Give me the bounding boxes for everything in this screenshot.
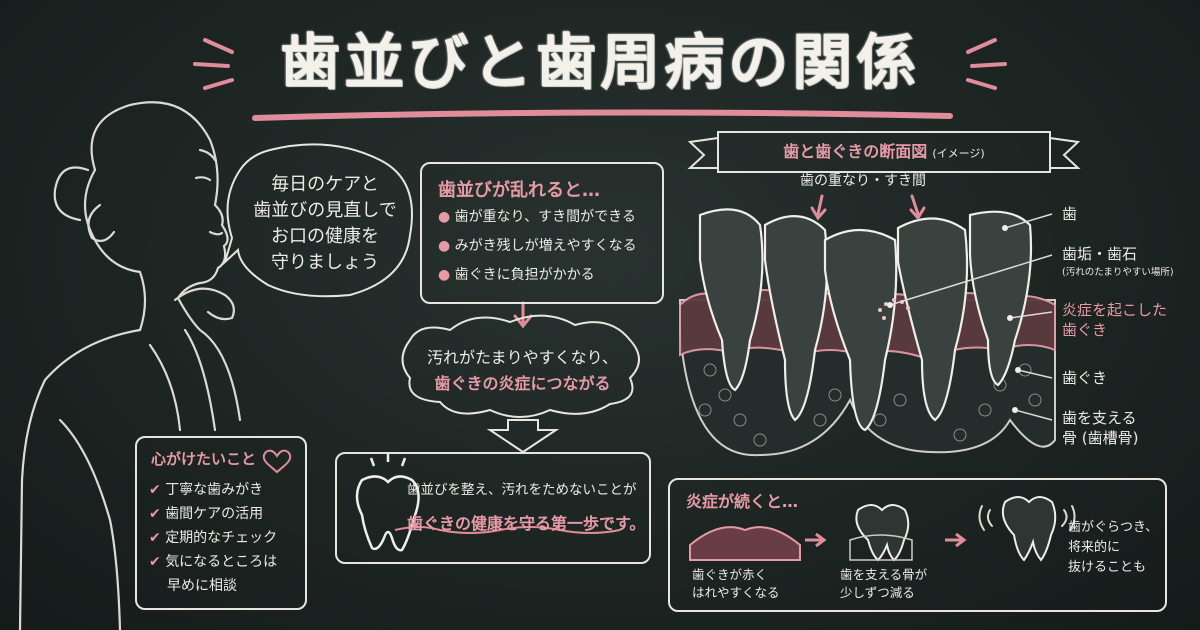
check-icon: ✔ <box>149 554 161 570</box>
goal-underline <box>394 526 621 534</box>
check-icon: ✔ <box>149 506 161 522</box>
title-spark-right <box>966 38 1007 90</box>
progress-step-2: 歯を支える骨が 少しずつ減る <box>840 567 928 600</box>
misaligned-box: 歯並びが乱れると… ● 歯が重なり、すき間ができる ● みがき残しが増えやすくな… <box>420 162 664 304</box>
care-item: ✔ 定期的なチェック <box>149 530 278 546</box>
misaligned-item: ● 歯ぐきに負担がかかる <box>438 267 595 283</box>
label-plaque: 歯垢・歯石 (汚れのたまりやすい場所) <box>1062 245 1174 278</box>
progress-box: 炎症が続くと… 歯ぐきが赤く はれやすくなる 歯を支える骨が 少しずつ減る 歯が… <box>668 478 1167 612</box>
diagram-banner-title: 歯と歯ぐきの断面図 <box>783 142 928 161</box>
speech-line-4: 守りましょう <box>271 252 379 273</box>
overlap-label: 歯の重なり・すき間 <box>800 173 926 189</box>
speech-line-3: お口の健康を <box>271 226 379 247</box>
goal-line-2: 歯ぐきの健康を守る第一歩です。 <box>407 514 646 533</box>
label-bone: 歯を支える 骨 (歯槽骨) <box>1062 409 1139 447</box>
speech-bubble <box>223 143 413 298</box>
care-item: ✔ 気になるところは <box>149 554 278 570</box>
heart-icon <box>262 449 292 474</box>
label-gum: 歯ぐき <box>1062 369 1108 387</box>
care-item-continuation: 早めに相談 <box>167 578 237 594</box>
care-list: ✔ 丁寧な歯みがき ✔ 歯間ケアの活用 ✔ 定期的なチェック ✔ 気になるところ… <box>149 478 277 598</box>
label-inflamed: 炎症を起こした 歯ぐき <box>1062 301 1168 339</box>
care-item: ✔ 丁寧な歯みがき <box>149 482 264 498</box>
arrow-down-2 <box>486 419 560 454</box>
progress-step-1: 歯ぐきが赤く はれやすくなる <box>692 567 780 600</box>
cloud-line-1: 汚れがたまりやすくなり、 <box>427 348 618 367</box>
misaligned-item: ● 歯が重なり、すき間ができる <box>438 209 636 225</box>
cloud-line-2: 歯ぐきの炎症につながる <box>434 374 611 393</box>
progress-heading: 炎症が続くと… <box>686 492 799 511</box>
diagram-banner: 歯と歯ぐきの断面図 (イメージ) <box>718 132 1050 172</box>
check-icon: ✔ <box>149 530 161 546</box>
cloud-bubble <box>401 314 640 418</box>
progress-illustrations <box>689 496 1076 562</box>
speech-line-2: 歯並びの見直しで <box>253 200 397 221</box>
woman-illustration <box>18 101 242 630</box>
arrow-down-1 <box>513 301 533 329</box>
tooth-icon <box>355 454 420 552</box>
misaligned-item: ● みがき残しが増えやすくなる <box>438 238 637 254</box>
tooth-diagram <box>679 194 1056 457</box>
title-underline <box>252 109 953 121</box>
goal-line-1: 歯並びを整え、汚れをためないことが <box>407 482 637 498</box>
misaligned-heading: 歯並びが乱れると… <box>438 180 600 201</box>
bullet-icon: ● <box>438 267 455 283</box>
misaligned-list: ● 歯が重なり、すき間ができる ● みがき残しが増えやすくなる ● 歯ぐきに負担… <box>422 206 637 293</box>
goal-box: 歯並びを整え、汚れをためないことが 歯ぐきの健康を守る第一歩です。 <box>335 452 651 564</box>
title-spark-left <box>193 38 234 90</box>
speech-line-1: 毎日のケアと <box>271 174 379 195</box>
bullet-icon: ● <box>438 238 455 254</box>
page-title: 歯並びと歯周病の関係 <box>280 28 920 98</box>
care-heading: 心がけたいこと <box>151 450 257 468</box>
label-tooth: 歯 <box>1062 205 1078 223</box>
bullet-icon: ● <box>438 209 455 225</box>
cloud-text: 汚れがたまりやすくなり、 歯ぐきの炎症につながる <box>410 345 635 397</box>
check-icon: ✔ <box>149 482 161 498</box>
care-item: ✔ 歯間ケアの活用 <box>149 506 264 522</box>
diagram-banner-note: (イメージ) <box>932 147 985 160</box>
care-box: 心がけたいこと ✔ 丁寧な歯みがき ✔ 歯間ケアの活用 ✔ 定期的なチェック ✔… <box>135 436 307 610</box>
progress-step-3: 歯がぐらつき、 将来的に 抜けることも <box>1068 520 1159 575</box>
speech-bubble-text: 毎日のケアと 歯並びの見直しで お口の健康を 守りましょう <box>245 172 405 276</box>
diagram-banner-ribbon <box>687 131 1081 173</box>
